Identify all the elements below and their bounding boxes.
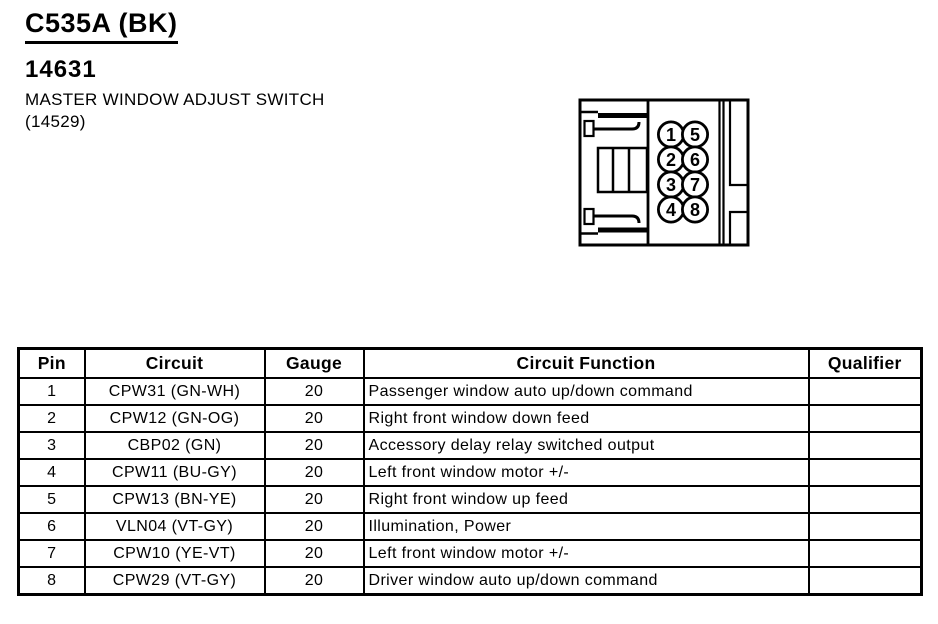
cell-qualifier xyxy=(807,512,923,541)
col-header-circuit: Circuit xyxy=(83,347,266,379)
cell-circuit: VLN04 (VT-GY) xyxy=(83,512,266,541)
cell-gauge: 20 xyxy=(263,485,365,514)
cell-function: Left front window motor +/- xyxy=(362,458,810,487)
cell-circuit: CPW31 (GN-WH) xyxy=(83,377,266,406)
table-row: 4 CPW11 (BU-GY) 20 Left front window mot… xyxy=(17,458,923,487)
component-description: MASTER WINDOW ADJUST SWITCH xyxy=(25,90,325,109)
cell-circuit: CPW29 (VT-GY) xyxy=(83,566,266,596)
cell-function: Right front window up feed xyxy=(362,485,810,514)
pin-4-label: 4 xyxy=(666,200,676,220)
cell-pin: 8 xyxy=(17,566,86,596)
table-row: 3 CBP02 (GN) 20 Accessory delay relay sw… xyxy=(17,431,923,460)
col-header-gauge: Gauge xyxy=(263,347,365,379)
cell-pin: 4 xyxy=(17,458,86,487)
connector-outline xyxy=(578,98,750,247)
cell-pin: 2 xyxy=(17,404,86,433)
cell-pin: 7 xyxy=(17,539,86,568)
cell-function: Accessory delay relay switched output xyxy=(362,431,810,460)
cell-qualifier xyxy=(807,539,923,568)
connector-pin-4: 4 xyxy=(657,195,686,224)
table-header-row: Pin Circuit Gauge Circuit Function Quali… xyxy=(17,347,923,379)
pin-1-label: 1 xyxy=(666,125,676,145)
connector-id-text: C535A (BK) xyxy=(25,8,178,44)
connector-face-diagram: 1 5 2 6 3 7 4 8 xyxy=(578,98,750,247)
connector-pin-1: 1 xyxy=(657,120,686,149)
connector-pin-3: 3 xyxy=(657,170,686,199)
table-row: 5 CPW13 (BN-YE) 20 Right front window up… xyxy=(17,485,923,514)
col-header-qualifier: Qualifier xyxy=(807,347,923,379)
pin-5-label: 5 xyxy=(690,125,700,145)
table-row: 7 CPW10 (YE-VT) 20 Left front window mot… xyxy=(17,539,923,568)
latch-tab-bottom xyxy=(583,207,595,226)
connector-id-title: C535A (BK) xyxy=(25,8,178,44)
cell-gauge: 20 xyxy=(263,404,365,433)
connector-pin-5: 5 xyxy=(681,120,710,149)
table-row: 1 CPW31 (GN-WH) 20 Passenger window auto… xyxy=(17,377,923,406)
cell-circuit: CPW12 (GN-OG) xyxy=(83,404,266,433)
pin-8-label: 8 xyxy=(690,200,700,220)
table-row: 2 CPW12 (GN-OG) 20 Right front window do… xyxy=(17,404,923,433)
table-row: 8 CPW29 (VT-GY) 20 Driver window auto up… xyxy=(17,566,923,596)
cell-gauge: 20 xyxy=(263,566,365,596)
cell-gauge: 20 xyxy=(263,512,365,541)
cell-gauge: 20 xyxy=(263,377,365,406)
cell-function: Driver window auto up/down command xyxy=(362,566,810,596)
cell-gauge: 20 xyxy=(263,539,365,568)
connector-pin-6: 6 xyxy=(681,145,710,174)
cell-pin: 1 xyxy=(17,377,86,406)
cell-circuit: CBP02 (GN) xyxy=(83,431,266,460)
pin-7-label: 7 xyxy=(690,175,700,195)
pinout-table: Pin Circuit Gauge Circuit Function Quali… xyxy=(17,347,923,596)
connector-pin-7: 7 xyxy=(681,170,710,199)
cell-function: Passenger window auto up/down command xyxy=(362,377,810,406)
col-header-pin: Pin xyxy=(17,347,86,379)
pin-2-label: 2 xyxy=(666,150,676,170)
cell-circuit: CPW11 (BU-GY) xyxy=(83,458,266,487)
cell-pin: 5 xyxy=(17,485,86,514)
cell-qualifier xyxy=(807,377,923,406)
cell-function: Right front window down feed xyxy=(362,404,810,433)
component-base-number: (14529) xyxy=(25,112,86,131)
cell-gauge: 20 xyxy=(263,431,365,460)
connector-pin-2: 2 xyxy=(657,145,686,174)
cell-function: Illumination, Power xyxy=(362,512,810,541)
cell-qualifier xyxy=(807,458,923,487)
latch-tab-top xyxy=(583,119,595,138)
table-row: 6 VLN04 (VT-GY) 20 Illumination, Power xyxy=(17,512,923,541)
cell-qualifier xyxy=(807,431,923,460)
cell-qualifier xyxy=(807,404,923,433)
cell-circuit: CPW13 (BN-YE) xyxy=(83,485,266,514)
part-number: 14631 xyxy=(25,56,97,83)
cell-qualifier xyxy=(807,485,923,514)
pin-6-label: 6 xyxy=(690,150,700,170)
cell-qualifier xyxy=(807,566,923,596)
cell-function: Left front window motor +/- xyxy=(362,539,810,568)
pin-3-label: 3 xyxy=(666,175,676,195)
cell-gauge: 20 xyxy=(263,458,365,487)
cell-pin: 6 xyxy=(17,512,86,541)
connector-pin-8: 8 xyxy=(681,195,710,224)
cell-pin: 3 xyxy=(17,431,86,460)
latch-box xyxy=(596,146,649,194)
cell-circuit: CPW10 (YE-VT) xyxy=(83,539,266,568)
col-header-circuit-function: Circuit Function xyxy=(362,347,810,379)
